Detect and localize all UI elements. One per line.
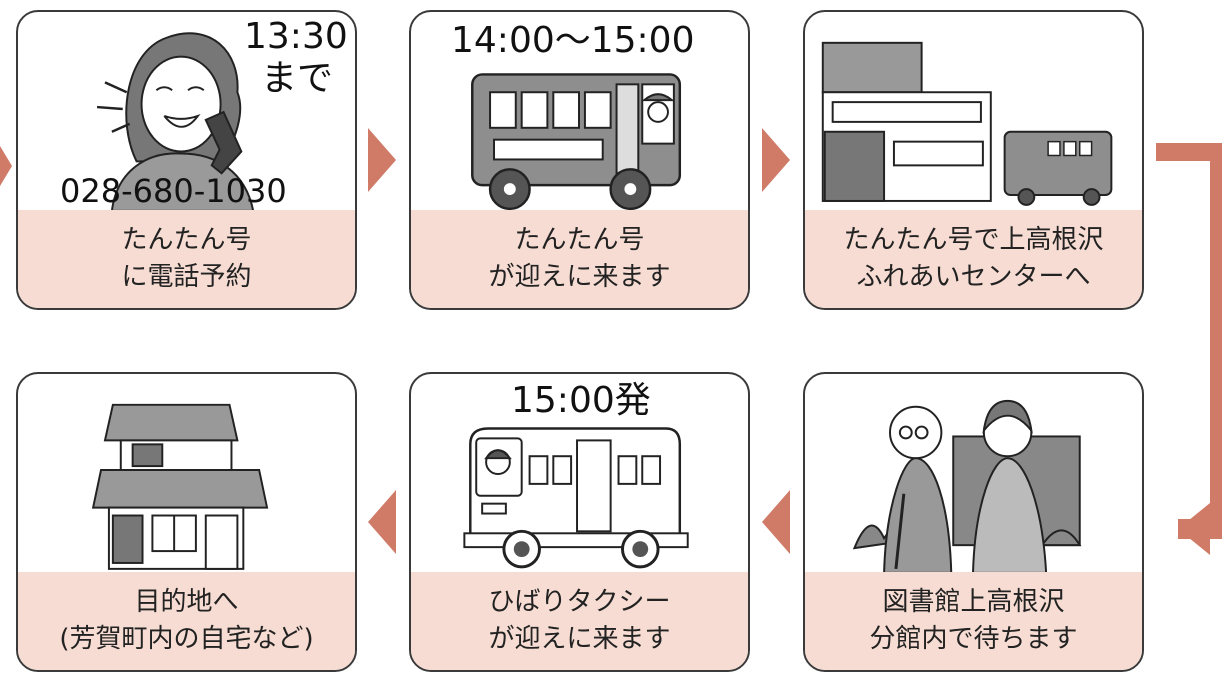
step-card-taxi: 15:00発 ひばりタクシー が迎えに来ます — [409, 372, 750, 672]
step-caption-wait: 図書館上高根沢 分館内で待ちます — [805, 572, 1142, 670]
caption-line: たんたん号 — [514, 225, 645, 255]
step-caption-center: たんたん号で上高根沢 ふれあいセンターへ — [805, 210, 1142, 308]
pickup-time: 14:00～15:00 — [451, 20, 695, 61]
caption-line: が迎えに来ます — [488, 262, 671, 292]
caption-line: ひばりタクシー — [488, 587, 671, 617]
flow-arrow-right-1 — [368, 128, 396, 192]
building-bus-icon — [821, 41, 1113, 206]
step-card-home: 目的地へ (芳賀町内の自宅など) — [16, 372, 357, 672]
caption-line: たんたん号 — [121, 225, 252, 255]
phone-number: 028-680-1030 — [60, 172, 287, 210]
caption-line: が迎えに来ます — [488, 624, 671, 654]
flow-arrow-left-edge — [0, 146, 12, 186]
elderly-couple-icon — [852, 399, 1082, 574]
step-caption-home: 目的地へ (芳賀町内の自宅など) — [18, 572, 355, 670]
step-caption-call: たんたん号 に電話予約 — [18, 210, 355, 308]
caption-line: (芳賀町内の自宅など) — [59, 624, 314, 654]
caption-line: 分館内で待ちます — [869, 624, 1078, 654]
deadline-time: 13:30 — [244, 16, 348, 57]
house-icon — [91, 403, 269, 570]
woman-phone-icon — [96, 32, 255, 212]
caption-line: 図書館上高根沢 — [882, 587, 1065, 617]
flow-arrow-left-2 — [368, 490, 396, 554]
step-card-call: 13:30 まで 028-680-1030 たんたん号 に電話予約 — [16, 10, 357, 310]
caption-line: に電話予約 — [121, 262, 252, 292]
flow-arrow-connector — [1150, 143, 1227, 563]
step-card-pickup: 14:00～15:00 たんたん号 が迎えに来ます — [409, 10, 750, 310]
deadline-suffix: まで — [261, 58, 334, 99]
departure-time: 15:00発 — [511, 380, 651, 421]
step-caption-taxi: ひばりタクシー が迎えに来ます — [411, 572, 748, 670]
flow-arrow-right-2 — [762, 128, 790, 192]
caption-line: たんたん号で上高根沢 — [843, 225, 1104, 255]
caption-line: ふれあいセンターへ — [856, 262, 1091, 292]
step-card-wait: 図書館上高根沢 分館内で待ちます — [803, 372, 1144, 672]
step-caption-pickup: たんたん号 が迎えに来ます — [411, 210, 748, 308]
taxi-bus-icon — [463, 427, 689, 569]
caption-line: 目的地へ — [134, 587, 239, 617]
tantan-bus-icon — [471, 73, 682, 211]
step-card-center: たんたん号で上高根沢 ふれあいセンターへ — [803, 10, 1144, 310]
flow-arrow-left-1 — [762, 490, 790, 554]
